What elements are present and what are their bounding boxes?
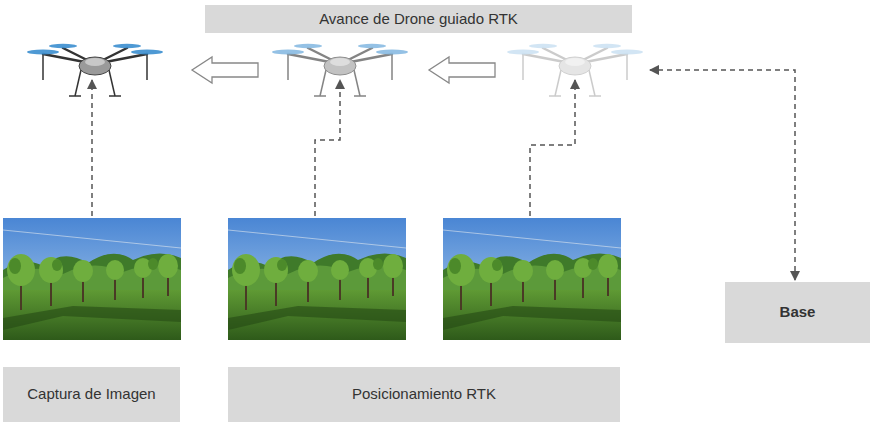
drone: [272, 44, 408, 96]
vineyard-photo: [443, 218, 621, 340]
dashed-leader: [315, 80, 340, 216]
block-arrow: [429, 57, 495, 83]
dashed-leader: [530, 80, 575, 216]
label-box: Posicionamiento RTK: [228, 367, 620, 422]
dashed-leader: [650, 70, 795, 280]
drone: [27, 44, 163, 96]
box-text: Captura de Imagen: [27, 385, 155, 404]
vineyard-photo: [3, 218, 181, 340]
box-text: Posicionamiento RTK: [352, 385, 496, 404]
title-band: Avance de Drone guiado RTK: [205, 5, 632, 33]
vineyard-photo: [228, 218, 406, 340]
dashed-leader: [91, 80, 93, 216]
label-box: Captura de Imagen: [3, 367, 180, 422]
box-text: Base: [780, 303, 816, 322]
label-box: Base: [725, 282, 870, 343]
block-arrow: [192, 57, 258, 83]
title: Avance de Drone guiado RTK: [319, 10, 518, 29]
